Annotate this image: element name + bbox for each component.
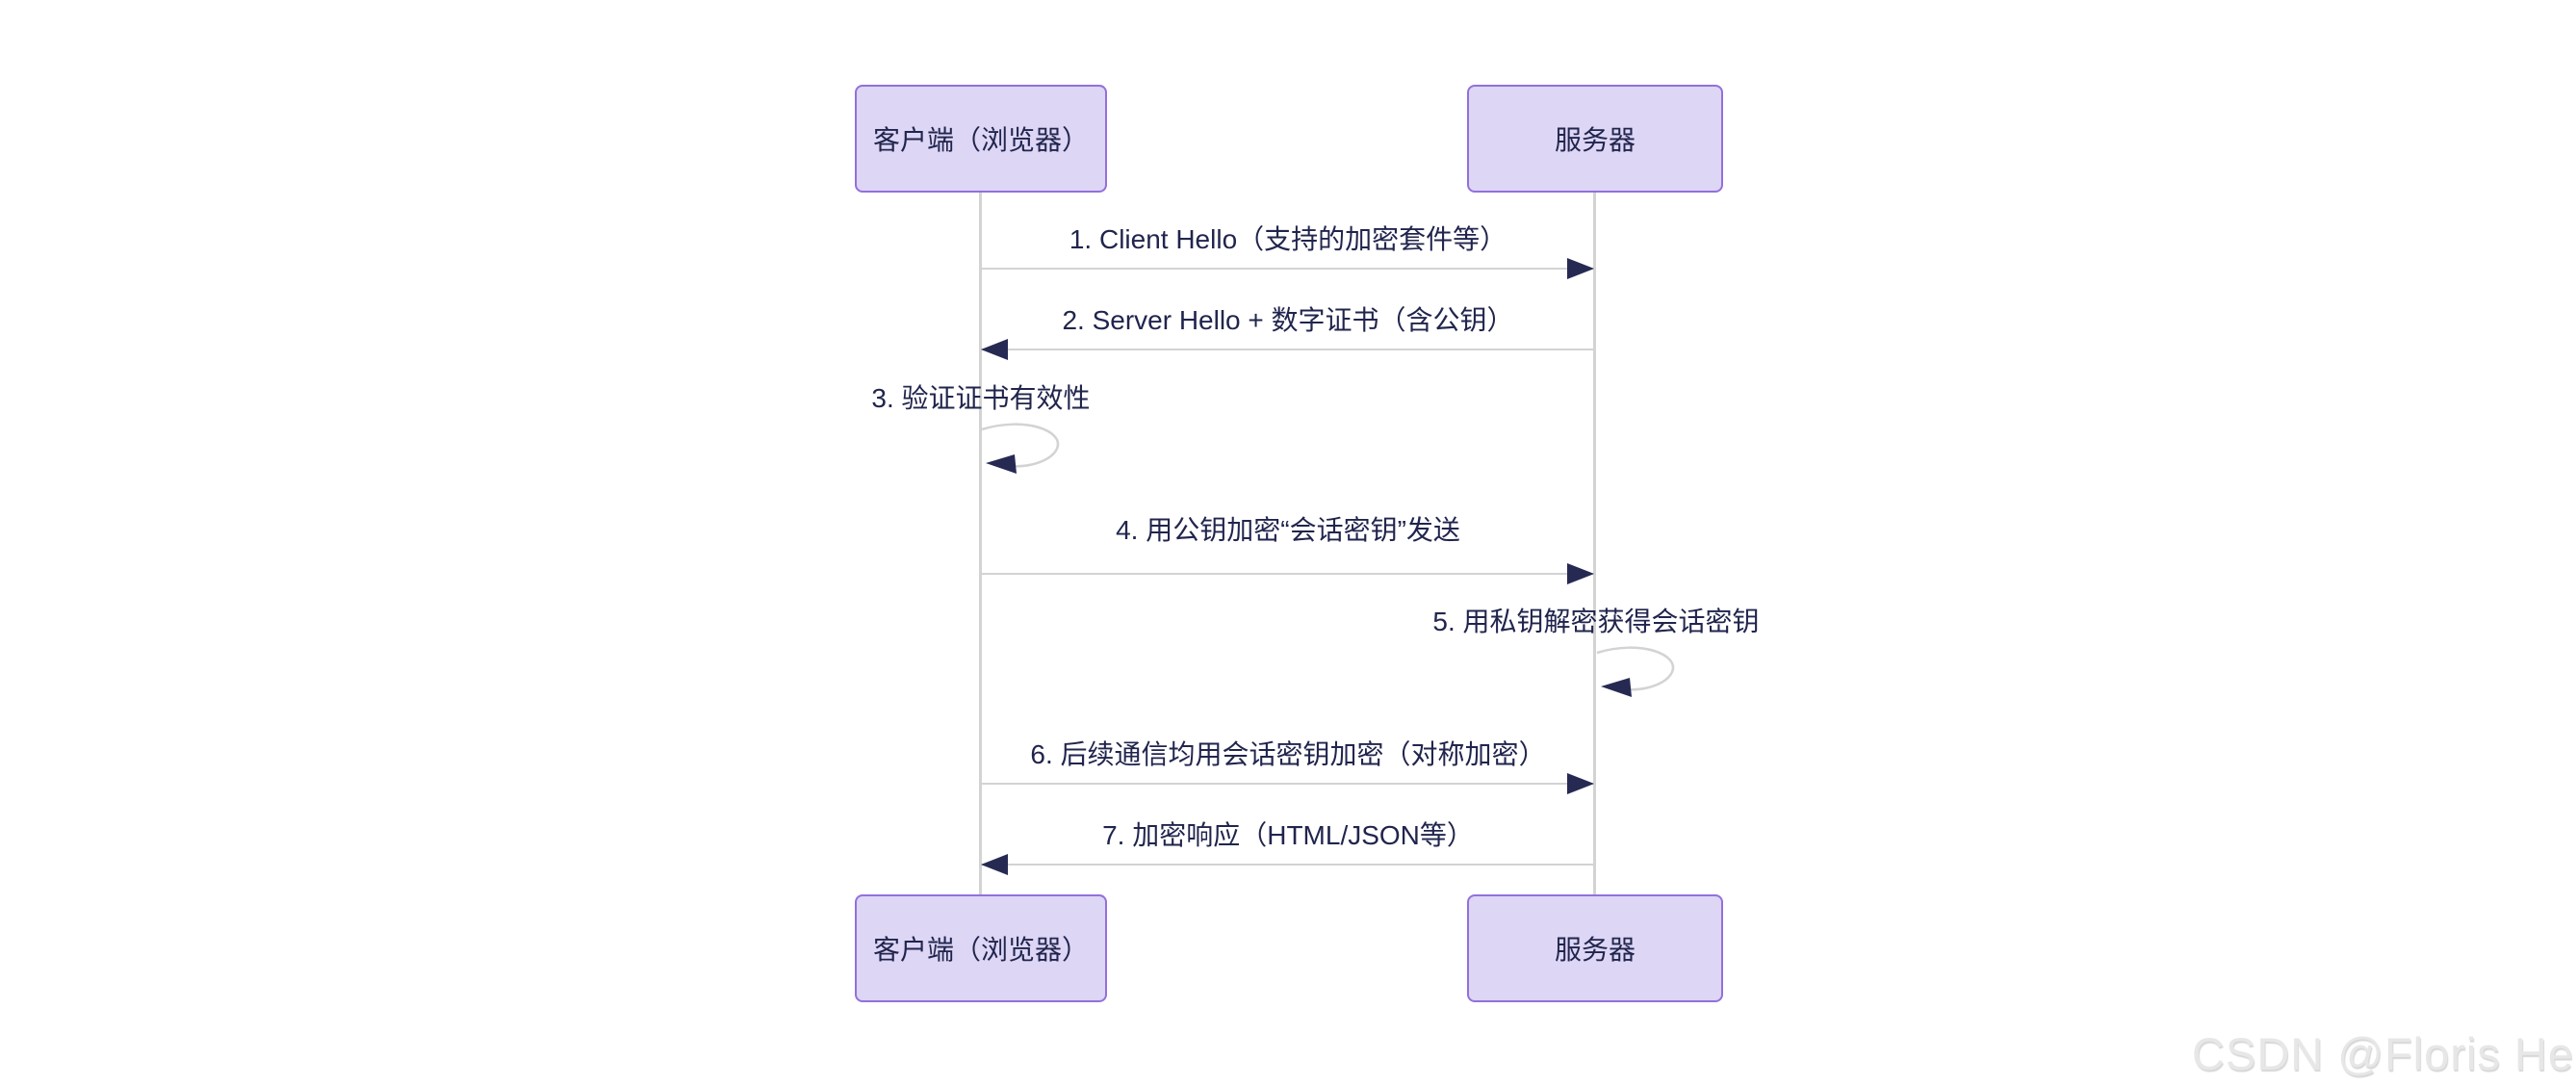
arrowhead-left-icon [981,339,1008,360]
message-3-label: 3. 验证证书有效性 [871,383,1091,413]
watermark: CSDN @Floris He [2192,1028,2574,1079]
actor-client-label: 客户端（浏览器） [872,935,1089,965]
arrowhead-right-icon [1567,563,1594,584]
message-5-label: 5. 用私钥解密获得会话密钥 [1432,607,1760,636]
message-6-line [981,783,1595,785]
message-6-label: 6. 后续通信均用会话密钥加密（对称加密） [1030,739,1546,769]
arrowhead-right-icon [1567,773,1594,794]
actor-client-top: 客户端（浏览器） [855,85,1107,193]
message-4-label: 4. 用公钥加密“会话密钥”发送 [1116,515,1460,545]
lifeline-client [979,193,982,894]
lifeline-server [1593,193,1596,894]
message-1-line [981,268,1595,270]
self-loop-arrow-icon [1596,646,1675,697]
message-2-label: 2. Server Hello + 数字证书（含公钥） [1062,305,1514,335]
actor-client-label: 客户端（浏览器） [872,125,1089,155]
arrowhead-right-icon [1567,258,1594,279]
arrowhead-left-icon [981,854,1008,875]
self-loop-arrow-icon [981,423,1060,474]
actor-server-label: 服务器 [1554,935,1636,965]
actor-server-top: 服务器 [1467,85,1723,193]
actor-client-bottom: 客户端（浏览器） [855,894,1107,1002]
actor-server-bottom: 服务器 [1467,894,1723,1002]
message-2-line [981,349,1595,350]
message-4-line [981,573,1595,575]
actor-server-label: 服务器 [1554,125,1636,155]
message-7-label: 7. 加密响应（HTML/JSON等） [1102,820,1474,850]
message-1-label: 1. Client Hello（支持的加密套件等） [1069,224,1507,254]
message-7-line [981,864,1595,866]
